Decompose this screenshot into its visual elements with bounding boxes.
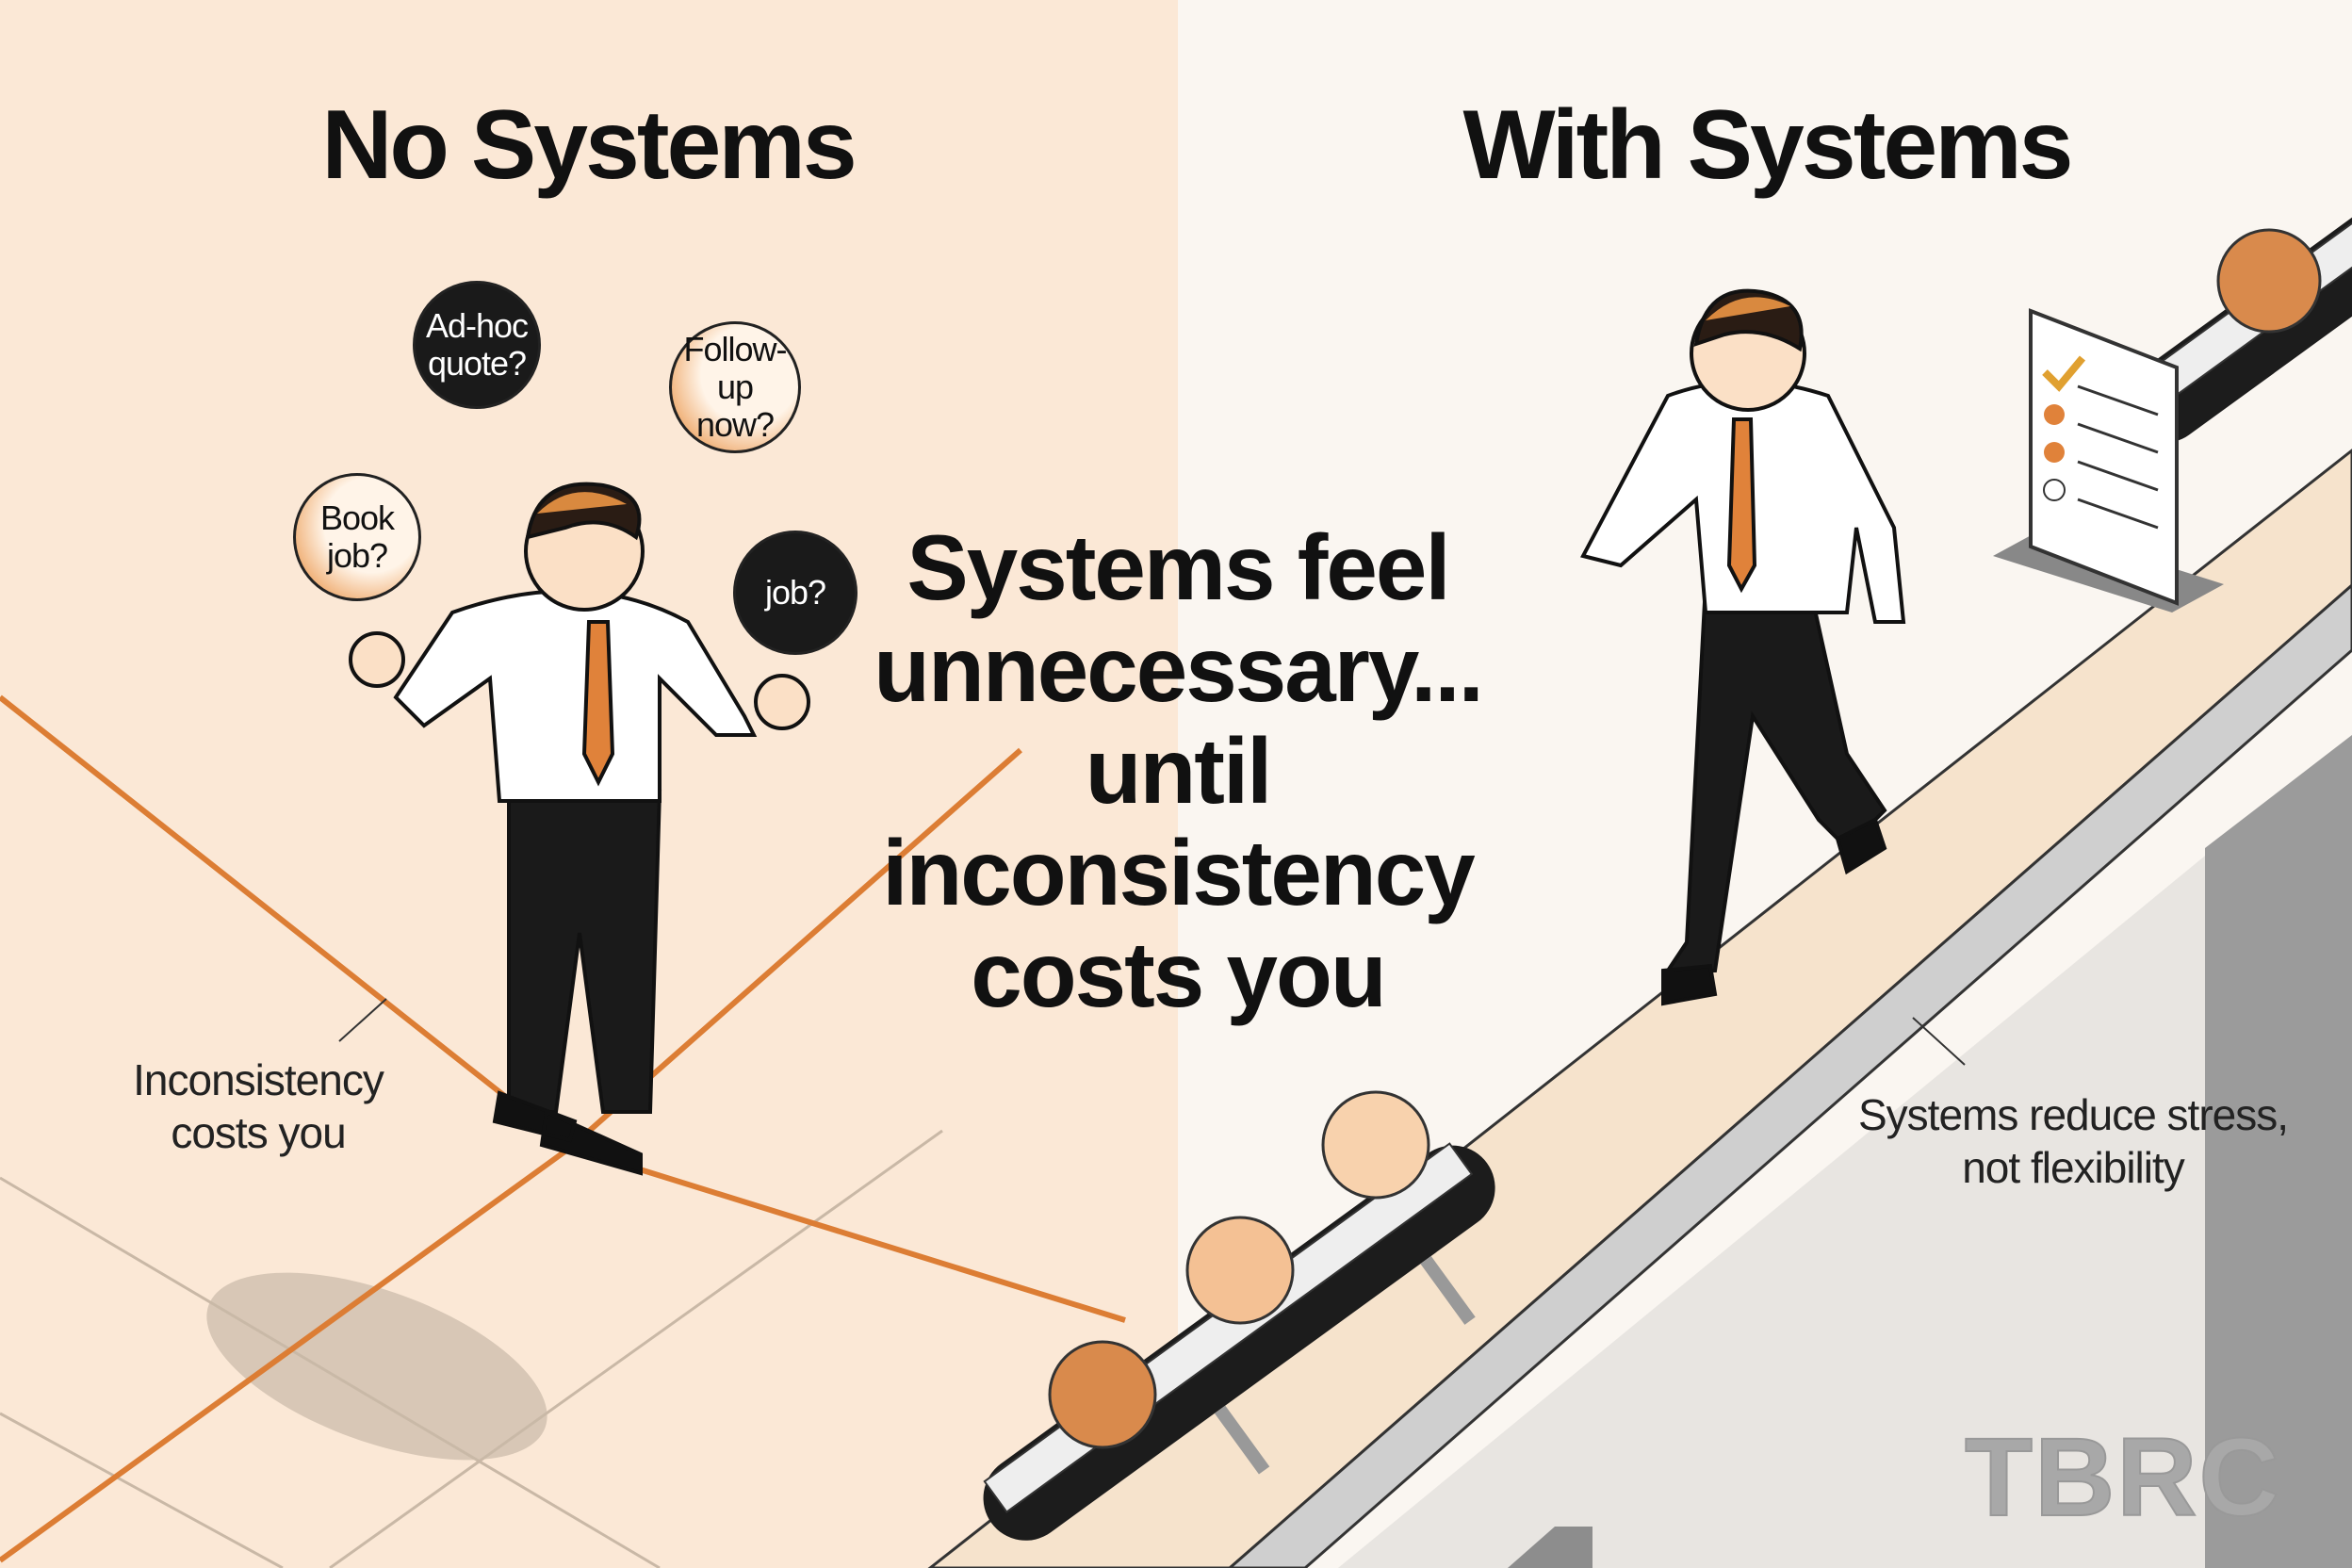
center-message-line: until [1085, 719, 1273, 823]
caption-line: Inconsistency [133, 1055, 384, 1104]
no-systems-title: No Systems [321, 90, 857, 200]
with-systems-title: With Systems [1462, 90, 2073, 200]
caption-line: costs you [171, 1108, 346, 1157]
tbrc-logo: TBRC [1964, 1414, 2281, 1541]
conveyor-ball-upper [2216, 228, 2322, 334]
caption-line: not flexibility [1962, 1143, 2185, 1192]
center-message-line: costs you [971, 923, 1386, 1026]
caption-line: Systems reduce stress, [1857, 1090, 2289, 1139]
center-message-line: Systems feel [906, 515, 1450, 619]
person-shadow [206, 1272, 547, 1461]
juggling-ball-follow-up: Follow-up now? [669, 321, 801, 453]
juggling-ball-book-job: Book job? [293, 473, 421, 601]
caption-pointer-left [338, 998, 387, 1042]
walking-person [1580, 288, 1906, 1006]
caption-pointer-right [1912, 1017, 1966, 1066]
juggling-ball-adhoc-quote: Ad-hoc quote? [413, 281, 541, 409]
center-message: Systems feel unnecessary... until incons… [874, 515, 1484, 1026]
ball-label: Follow-up now? [683, 330, 787, 444]
ball-label: job? [764, 573, 826, 612]
right-caption: Systems reduce stress, not flexibility [1857, 1088, 2289, 1194]
center-message-line: inconsistency [882, 821, 1476, 924]
checklist-clipboard-icon [1993, 308, 2224, 612]
ball-label: Ad-hoc quote? [425, 306, 529, 383]
juggling-ball-job: job? [733, 531, 858, 655]
left-caption: Inconsistency costs you [133, 1054, 384, 1159]
conveyor-balls [1048, 1090, 1430, 1449]
center-message-line: unnecessary... [874, 617, 1484, 721]
ball-label: Book job? [319, 498, 395, 575]
juggling-person [349, 482, 810, 1176]
